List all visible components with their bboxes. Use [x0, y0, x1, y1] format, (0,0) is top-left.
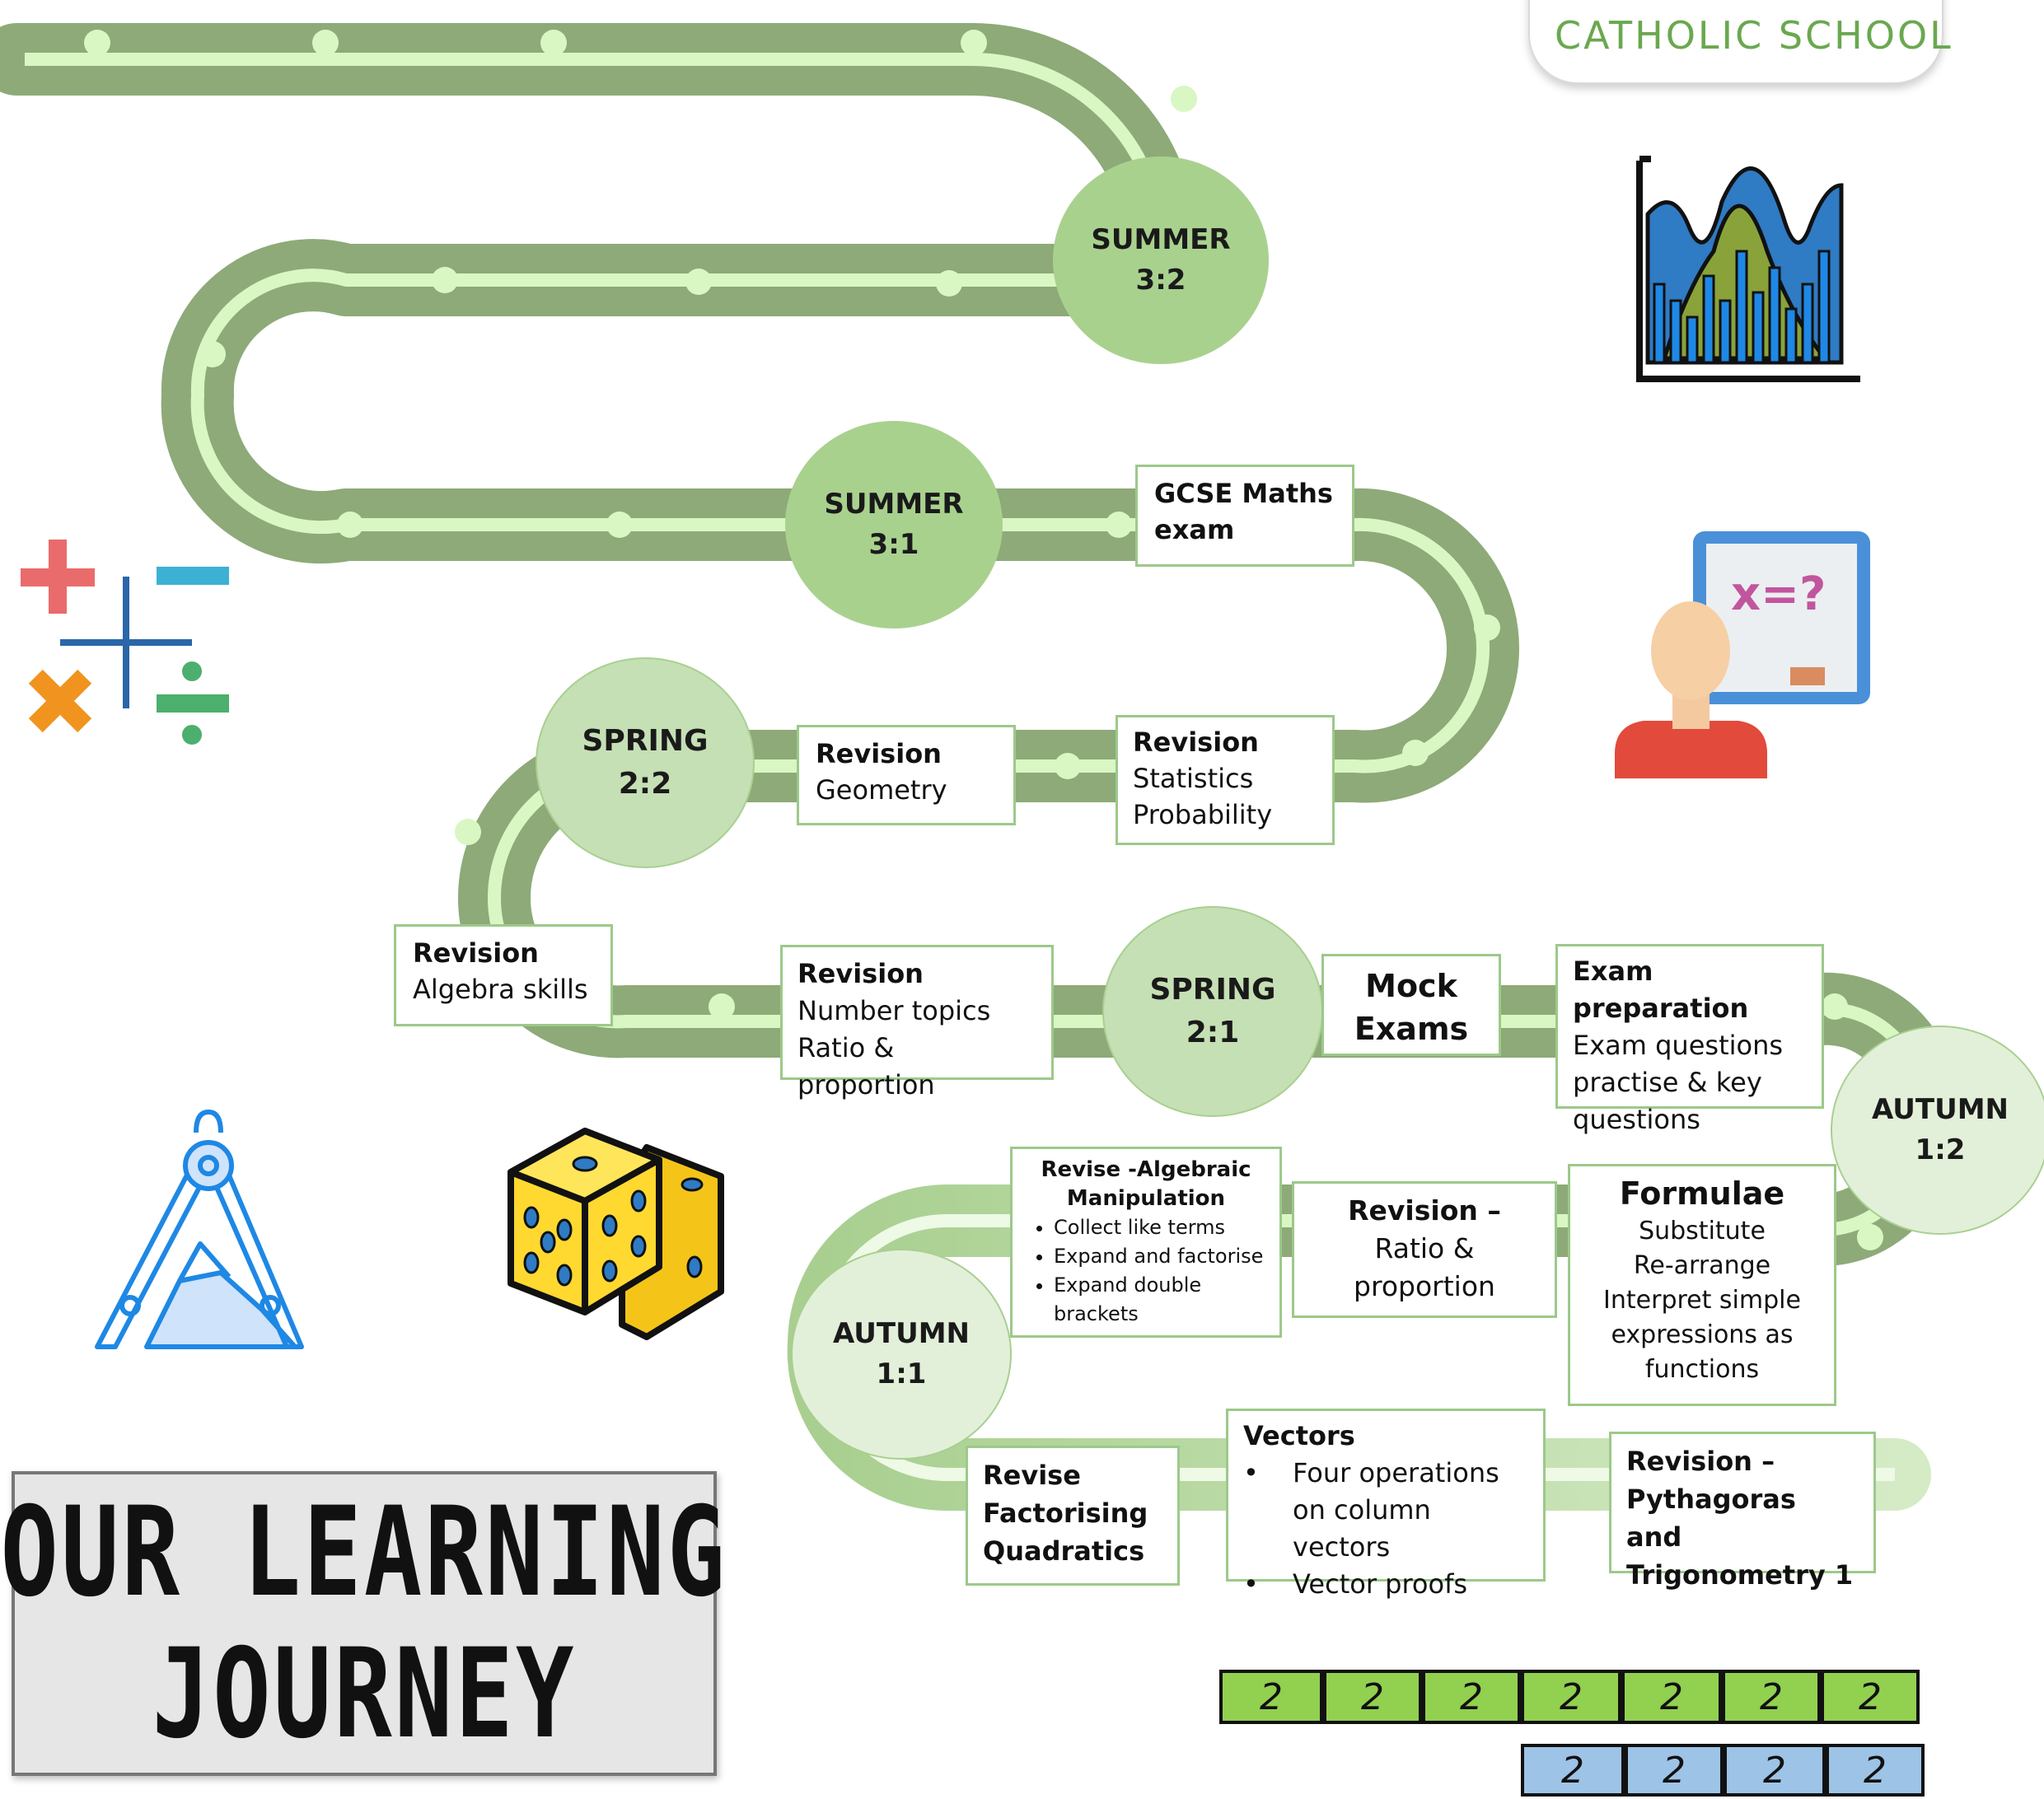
topic-formulae: Formulae Substitute Re-arrange Interpret… — [1568, 1164, 1836, 1406]
board-equation: x=? — [1731, 568, 1827, 621]
blue-bar-model: 2 2 2 2 — [1521, 1744, 1925, 1797]
milestone-spring-2-1: SPRING 2:1 — [1102, 906, 1323, 1117]
topic-exam-preparation: Exam preparation Exam questions practise… — [1555, 944, 1824, 1135]
bar-cell: 2 — [1625, 1744, 1724, 1797]
topic-revision-ratio: Revision – Ratio & proportion — [1292, 1181, 1557, 1318]
milestone-autumn-1-1: AUTUMN 1:1 — [791, 1249, 1012, 1460]
bar-cell: 2 — [1422, 1670, 1521, 1724]
milestone-summer-3-1: SUMMER 3:1 — [785, 421, 1003, 628]
algebraic-item: Collect like terms — [1054, 1213, 1271, 1242]
title-line-2: JOURNEY — [152, 1623, 577, 1766]
math-operators-icon — [21, 540, 229, 745]
algebraic-item: Expand and factorise — [1054, 1242, 1271, 1271]
algebraic-topic-list: Collect like terms Expand and factorise … — [1021, 1213, 1271, 1300]
algebraic-item: Expand double — [1054, 1271, 1271, 1300]
bar-cell: 2 — [1621, 1670, 1722, 1724]
teacher-whiteboard-icon: x=? — [1615, 531, 1870, 778]
bar-cell: 2 — [1722, 1670, 1821, 1724]
dice-icon — [507, 1128, 724, 1340]
milestone-spring-2-2: SPRING 2:2 — [536, 657, 755, 868]
milestone-autumn-1-2: AUTUMN 1:2 — [1831, 1026, 2044, 1235]
school-logo-text: CATHOLIC SCHOOL — [1555, 13, 1953, 58]
bar-cell: 2 — [1323, 1670, 1422, 1724]
school-logo: CATHOLIC SCHOOL — [1528, 0, 1951, 84]
distribution-chart-icon — [1636, 156, 1860, 382]
bar-cell: 2 — [1521, 1744, 1625, 1797]
learning-journey-title: OUR LEARNING JOURNEY — [1, 1471, 725, 1776]
topic-revision-algebra: Revision Algebra skills — [394, 924, 613, 1026]
topic-revision-geometry: Revision Geometry — [797, 725, 1016, 825]
green-bar-model: 2 2 2 2 2 2 2 — [1219, 1670, 1920, 1724]
bar-cell: 2 — [1724, 1744, 1826, 1797]
topic-vectors: Vectors •Four operations on column vecto… — [1226, 1409, 1546, 1600]
bar-cell: 2 — [1219, 1670, 1323, 1724]
topic-revision-statistics: Revision Statistics Probability — [1116, 715, 1335, 845]
title-line-1: OUR LEARNING — [0, 1480, 728, 1624]
topic-mock-exams: Mock Exams — [1321, 954, 1501, 1056]
bar-cell: 2 — [1521, 1670, 1621, 1724]
bar-cell: 2 — [1821, 1670, 1920, 1724]
topic-factorising-quadratics: Revise Factorising Quadratics — [966, 1446, 1180, 1586]
milestone-summer-3-2: SUMMER 3:2 — [1053, 157, 1269, 364]
topic-algebraic-manipulation: Revise -Algebraic Manipulation Collect l… — [1010, 1147, 1282, 1338]
compass-protractor-icon — [95, 1110, 304, 1349]
bar-cell: 2 — [1826, 1744, 1925, 1797]
topic-revision-number: Revision Number topics Ratio & proportio… — [780, 945, 1054, 1100]
topic-gcse-exam: GCSE Maths exam — [1135, 465, 1354, 567]
topic-pythagoras-trigonometry: Revision – Pythagoras and Trigonometry 1 — [1609, 1432, 1876, 1591]
